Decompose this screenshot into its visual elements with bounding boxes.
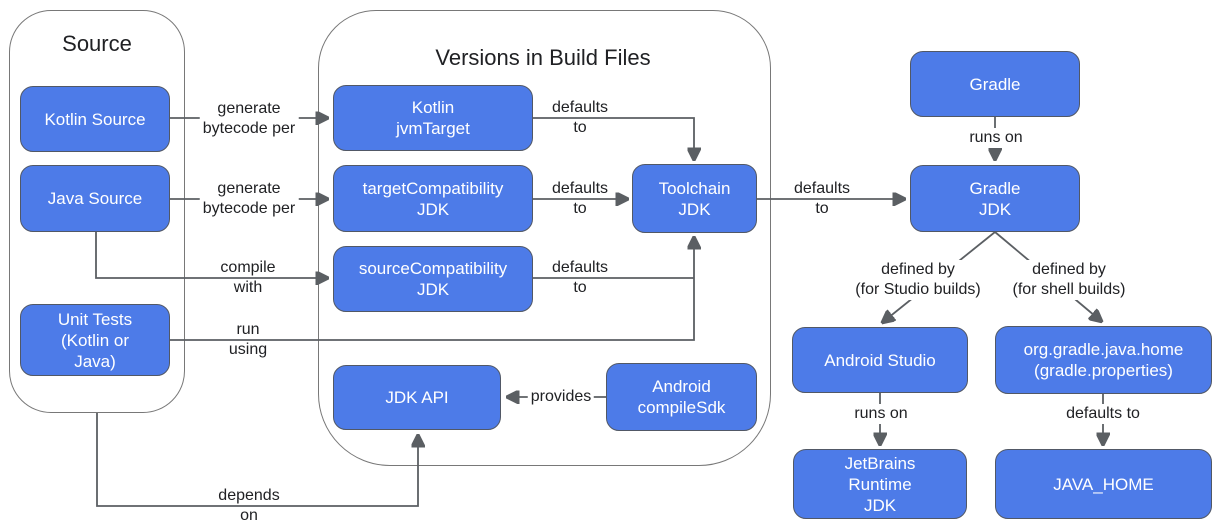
source-group-container	[9, 10, 185, 413]
edge-java-source-to-sourcecompat	[95, 232, 327, 278]
edge-label-defaults-to-5: defaults to	[1063, 404, 1143, 424]
edge-label-defaults-to-1: defaults to	[551, 99, 609, 136]
node-android-studio: Android Studio	[792, 327, 968, 393]
node-jetbrains-runtime-jdk: JetBrains Runtime JDK	[793, 449, 967, 519]
node-unit-tests: Unit Tests (Kotlin or Java)	[20, 304, 170, 376]
node-jdk-api: JDK API	[333, 365, 501, 430]
node-sourcecompatibility-jdk: sourceCompatibility JDK	[333, 246, 533, 312]
node-toolchain-jdk: Toolchain JDK	[632, 164, 757, 233]
edge-label-defaults-to-4: defaults to	[793, 180, 851, 217]
edge-label-run-using: run using	[228, 321, 268, 358]
source-group-title: Source	[62, 31, 132, 56]
edge-label-generate-bytecode-1: generate bytecode per	[199, 99, 299, 139]
node-gradle-jdk: Gradle JDK	[910, 165, 1080, 232]
edge-label-depends-on: depends on	[218, 487, 280, 524]
edge-label-provides: provides	[527, 387, 595, 407]
edge-label-compile-with: compile with	[220, 259, 276, 296]
edge-label-defined-by-studio: defined by (for Studio builds)	[852, 260, 984, 300]
node-kotlin-jvmtarget: Kotlin jvmTarget	[333, 85, 533, 151]
node-android-compilesdk: Android compileSdk	[606, 363, 757, 431]
node-org-gradle-java-home: org.gradle.java.home (gradle.properties)	[995, 326, 1212, 394]
edge-unit-tests-to-toolchain	[170, 238, 694, 341]
edge-label-runs-on-2: runs on	[851, 404, 911, 424]
node-java-home: JAVA_HOME	[995, 449, 1212, 519]
node-java-source: Java Source	[20, 165, 170, 232]
edge-label-runs-on-1: runs on	[966, 128, 1026, 148]
node-gradle: Gradle	[910, 51, 1080, 117]
build-files-group-title: Versions in Build Files	[435, 45, 651, 70]
edge-label-defaults-to-3: defaults to	[551, 259, 609, 296]
node-targetcompatibility-jdk: targetCompatibility JDK	[333, 165, 533, 232]
edge-source-to-jdk-api	[96, 413, 418, 507]
edge-label-generate-bytecode-2: generate bytecode per	[199, 179, 299, 219]
node-kotlin-source: Kotlin Source	[20, 86, 170, 152]
build-files-group-container	[318, 10, 771, 466]
edge-label-defined-by-shell: defined by (for shell builds)	[1009, 260, 1129, 300]
edge-jvmtarget-to-toolchain	[533, 117, 694, 159]
edge-label-defaults-to-2: defaults to	[551, 180, 609, 217]
